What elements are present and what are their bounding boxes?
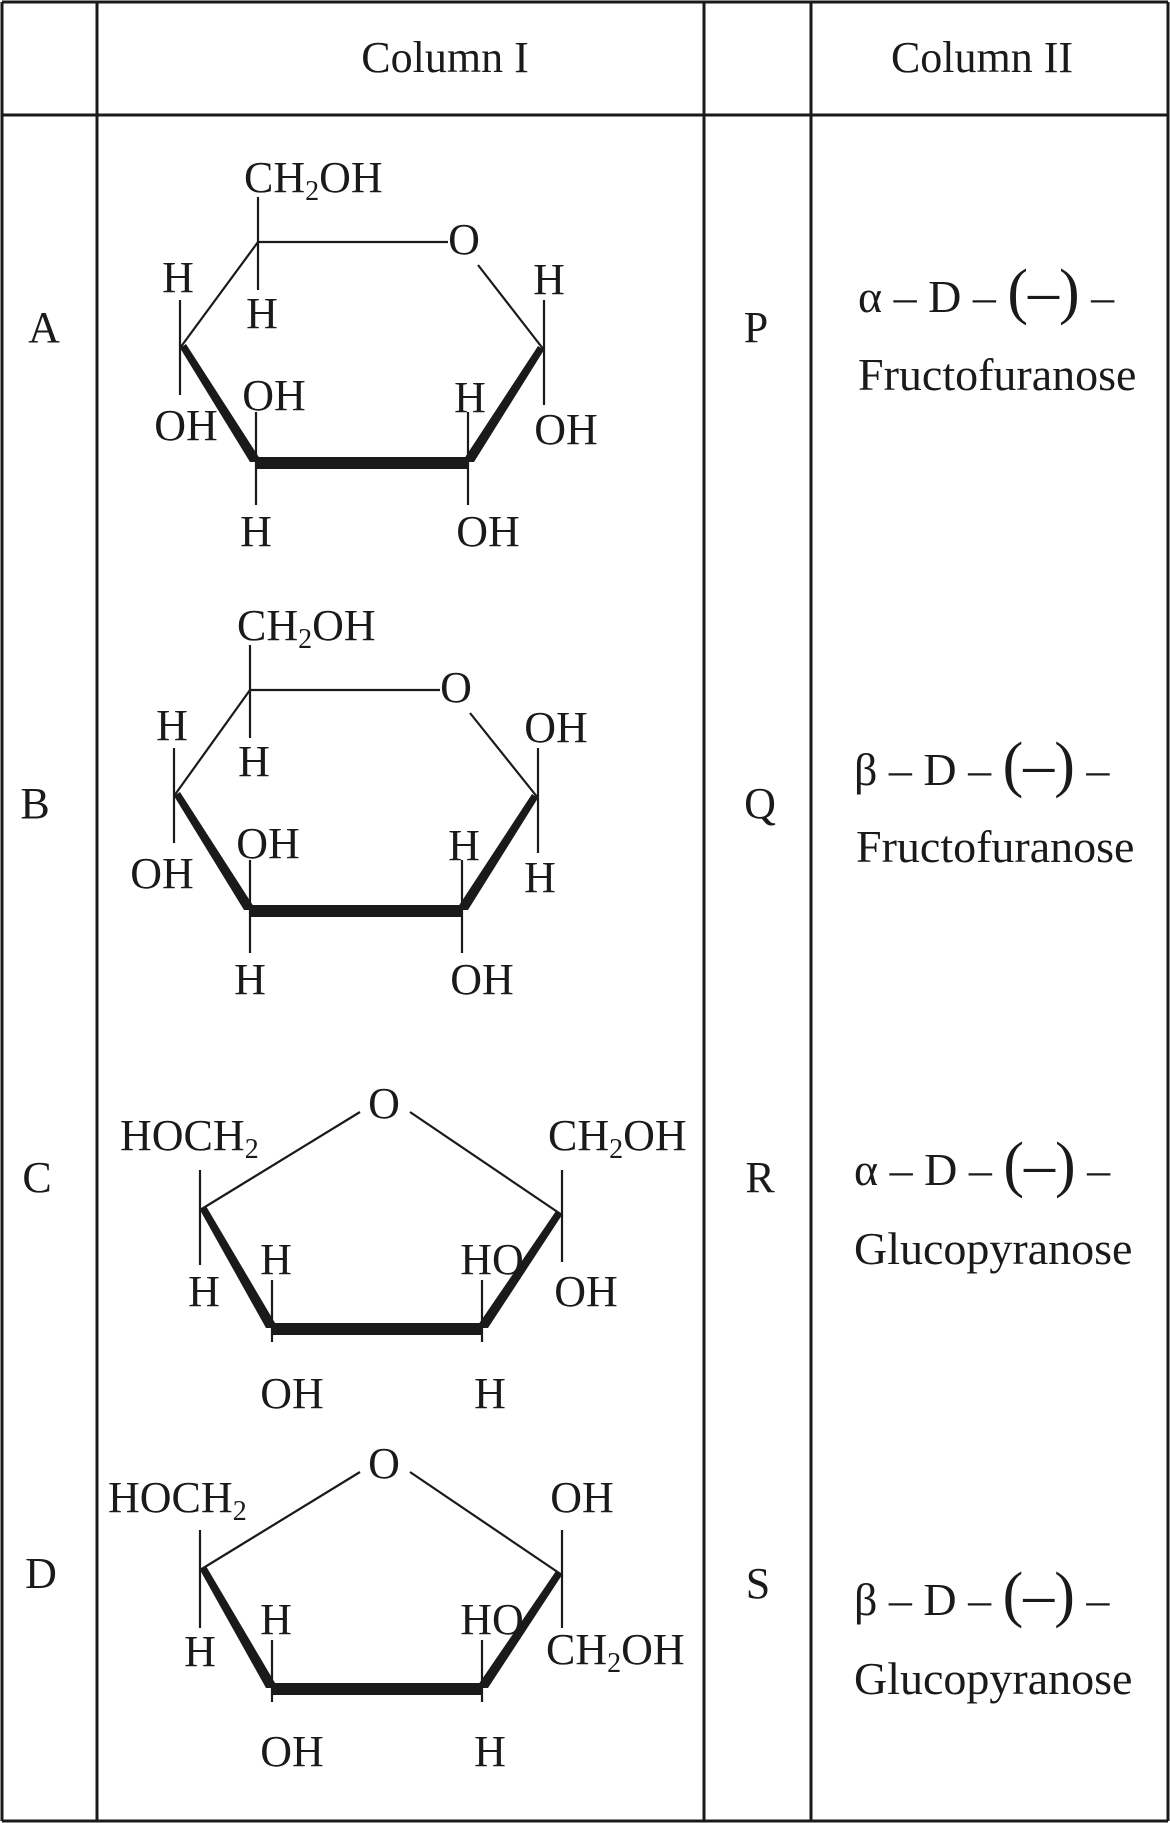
oh-label: OH xyxy=(154,401,218,450)
option-p-line1: α – D – (–) – xyxy=(858,258,1115,326)
option-s-line2: Glucopyranose xyxy=(854,1653,1132,1704)
structure-b: CH2OH O H H OH OH OH H H H OH xyxy=(130,601,588,1004)
h-label: H xyxy=(448,821,480,870)
h-label: H xyxy=(238,737,270,786)
option-label-p: P xyxy=(744,303,768,352)
h-label: H xyxy=(474,1727,506,1776)
option-q-line2: Fructofuranose xyxy=(856,821,1134,872)
structure-c: O HOCH2 CH2OH H H HO OH OH H xyxy=(120,1079,687,1418)
wedge-bond xyxy=(180,344,262,462)
bond xyxy=(179,241,259,349)
option-q-line1: β – D – (–) – xyxy=(854,731,1110,799)
option-r-line2: Glucopyranose xyxy=(854,1223,1132,1274)
bond xyxy=(199,1111,361,1211)
oh-label: OH xyxy=(260,1369,324,1418)
column-1-header: Column I xyxy=(361,33,528,82)
ring-oxygen: O xyxy=(440,663,472,712)
structure-d: O HOCH2 OH H H HO CH2OH OH H xyxy=(108,1439,685,1776)
h-label: H xyxy=(184,1627,216,1676)
option-s-line1: β – D – (–) – xyxy=(854,1561,1110,1629)
oh-label: OH xyxy=(450,955,514,1004)
ring-oxygen: O xyxy=(448,215,480,264)
hoch2-label: HOCH2 xyxy=(108,1473,247,1527)
option-label-q: Q xyxy=(744,779,776,828)
oh-label: OH xyxy=(534,405,598,454)
row-label-d: D xyxy=(25,1549,57,1598)
column-2-header: Column II xyxy=(891,33,1073,82)
oh-label: OH xyxy=(456,507,520,556)
wedge-bond xyxy=(476,1571,562,1688)
oh-label: OH xyxy=(242,371,306,420)
oh-label: OH xyxy=(260,1727,324,1776)
oh-label: OH xyxy=(554,1267,618,1316)
bond xyxy=(199,1471,361,1571)
bond xyxy=(409,1471,563,1576)
ch2oh-label: CH2OH xyxy=(548,1111,687,1165)
option-p: α – D – (–) – Fructofuranose xyxy=(858,258,1136,400)
h-label: H xyxy=(162,253,194,302)
h-label: H xyxy=(246,289,278,338)
ho-label: HO xyxy=(460,1595,524,1644)
oh-label: OH xyxy=(550,1473,614,1522)
ring-oxygen: O xyxy=(368,1079,400,1128)
row-label-b: B xyxy=(20,779,49,828)
wedge-bond xyxy=(456,794,538,910)
oh-label: OH xyxy=(130,849,194,898)
h-label: H xyxy=(188,1267,220,1316)
wedge-bond xyxy=(476,1211,562,1328)
option-s: β – D – (–) – Glucopyranose xyxy=(854,1561,1132,1704)
h-label: H xyxy=(533,255,565,304)
row-label-a: A xyxy=(28,303,60,352)
bond xyxy=(409,1111,563,1216)
h-label: H xyxy=(234,955,266,1004)
option-label-s: S xyxy=(746,1559,770,1608)
ch2oh-label: CH2OH xyxy=(546,1625,685,1679)
option-r-line1: α – D – (–) – xyxy=(854,1131,1111,1199)
h-label: H xyxy=(524,853,556,902)
wedge-bond xyxy=(174,792,256,910)
bond xyxy=(173,689,251,797)
h-label: H xyxy=(454,373,486,422)
ho-label: HO xyxy=(460,1235,524,1284)
ring-oxygen: O xyxy=(368,1439,400,1488)
bond xyxy=(469,712,539,799)
h-label: H xyxy=(240,507,272,556)
wedge-bond xyxy=(200,1566,278,1688)
oh-label: OH xyxy=(524,703,588,752)
structure-a: CH2OH O H H H OH OH H OH H OH xyxy=(154,153,598,556)
h-label: H xyxy=(260,1235,292,1284)
wedge-bond xyxy=(200,1206,278,1328)
ch2oh-label: CH2OH xyxy=(237,601,376,655)
bond xyxy=(477,264,545,351)
hoch2-label: HOCH2 xyxy=(120,1111,259,1165)
h-label: H xyxy=(260,1595,292,1644)
option-p-line2: Fructofuranose xyxy=(858,349,1136,400)
option-label-r: R xyxy=(745,1153,775,1202)
option-q: β – D – (–) – Fructofuranose xyxy=(854,731,1134,872)
row-label-c: C xyxy=(22,1153,51,1202)
h-label: H xyxy=(156,701,188,750)
h-label: H xyxy=(474,1369,506,1418)
ch2oh-label: CH2OH xyxy=(244,153,383,207)
option-r: α – D – (–) – Glucopyranose xyxy=(854,1131,1132,1274)
oh-label: OH xyxy=(236,819,300,868)
wedge-bond xyxy=(462,346,544,462)
